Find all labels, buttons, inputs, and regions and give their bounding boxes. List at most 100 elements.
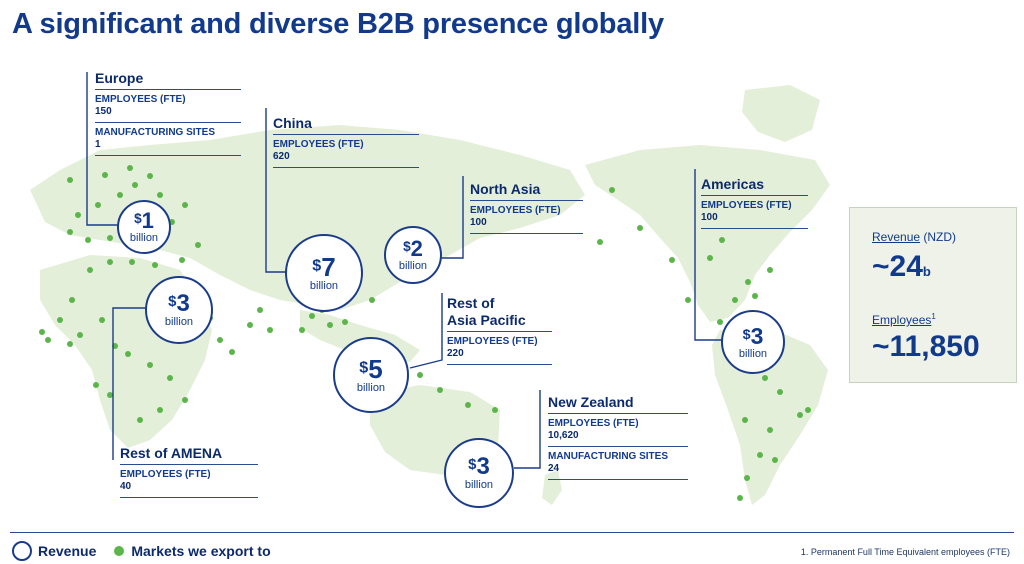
currency-symbol: $ [168, 293, 177, 310]
region-metric: MANUFACTURING SITES 1 [95, 123, 241, 156]
export-market-dot [127, 165, 133, 171]
export-market-dot [247, 322, 253, 328]
revenue-bubble-rest-apac: $5 billion [333, 337, 409, 413]
export-market-dot [309, 313, 315, 319]
currency-symbol: $ [312, 256, 322, 275]
export-market-dot [797, 412, 803, 418]
region-north-asia-info: North Asia EMPLOYEES (FTE) 100 [470, 181, 583, 234]
connector-new-zealand [514, 390, 541, 469]
metric-label: MANUFACTURING SITES [95, 127, 215, 138]
export-market-dot [69, 297, 75, 303]
export-market-dot [437, 387, 443, 393]
land-eurasia [30, 125, 585, 310]
export-dot-icon [114, 546, 125, 556]
export-market-dot [717, 319, 723, 325]
region-china-info: China EMPLOYEES (FTE) 620 [273, 115, 419, 168]
region-rest-apac-info: Rest of Asia Pacific EMPLOYEES (FTE) 220 [447, 295, 552, 365]
page-title: A significant and diverse B2B presence g… [12, 8, 664, 40]
export-market-dot [327, 322, 333, 328]
export-market-dot [744, 475, 750, 481]
export-market-dot [707, 255, 713, 261]
export-market-dot [107, 235, 113, 241]
export-market-dot [45, 337, 51, 343]
metric-value: 1 [95, 139, 101, 150]
land-greenland [742, 85, 820, 142]
export-market-dot [67, 229, 73, 235]
footnote: 1. Permanent Full Time Equivalent employ… [800, 547, 1010, 557]
revenue-summary-value: ~24b [872, 250, 931, 283]
legend: Revenue Markets we export to [12, 541, 271, 561]
region-rest-amena-info: Rest of AMENA EMPLOYEES (FTE) 40 [120, 445, 258, 498]
export-market-dot [267, 327, 273, 333]
metric-value: 150 [95, 106, 112, 117]
export-market-dot [742, 417, 748, 423]
export-market-dot [117, 192, 123, 198]
revenue-bubble-china: $7 billion [285, 234, 363, 312]
connector-rest-apac [409, 293, 443, 369]
export-market-dot [417, 372, 423, 378]
export-market-dot [229, 349, 235, 355]
revenue-amount: 7 [321, 252, 336, 282]
export-market-dot [147, 173, 153, 179]
revenue-bubble-north-asia: $2 billion [384, 226, 442, 284]
export-market-dot [257, 307, 263, 313]
region-name: North Asia [470, 181, 583, 201]
export-market-dot [99, 317, 105, 323]
export-market-dot [182, 397, 188, 403]
employees-summary-label: Employees1 [872, 312, 936, 327]
revenue-bubble-rest-amena: $3 billion [145, 276, 213, 344]
export-market-dot [102, 172, 108, 178]
export-market-dot [147, 362, 153, 368]
metric-value: 40 [120, 481, 132, 492]
export-market-dot [195, 242, 201, 248]
export-market-dot [637, 225, 643, 231]
metric-label: EMPLOYEES (FTE) [701, 200, 792, 211]
export-market-dot [77, 332, 83, 338]
region-name-line1: Rest of [447, 295, 495, 311]
export-market-dot [87, 267, 93, 273]
land-south-america [712, 328, 828, 505]
export-market-dot [772, 457, 778, 463]
metric-value: 620 [273, 151, 290, 162]
revenue-unit: billion [398, 260, 428, 272]
region-name: New Zealand [548, 394, 688, 414]
revenue-amount: 3 [176, 290, 190, 317]
export-market-dot [762, 375, 768, 381]
revenue-unit: billion [129, 232, 159, 244]
metric-value: 24 [548, 463, 560, 474]
region-metric: EMPLOYEES (FTE) 10,620 [548, 414, 688, 447]
export-market-dot [137, 417, 143, 423]
export-market-dot [57, 317, 63, 323]
revenue-ring-icon [12, 541, 32, 561]
metric-label: EMPLOYEES (FTE) [273, 139, 364, 150]
export-market-dot [669, 257, 675, 263]
revenue-amount: 3 [750, 322, 764, 349]
land-north-america [585, 145, 830, 322]
currency-symbol: $ [403, 239, 411, 255]
revenue-amount: 5 [368, 354, 383, 384]
region-europe-info: Europe EMPLOYEES (FTE) 150 MANUFACTURING… [95, 70, 241, 156]
export-market-dot [342, 319, 348, 325]
region-name: China [273, 115, 419, 135]
export-market-dot [93, 382, 99, 388]
export-market-dot [75, 212, 81, 218]
export-market-dot [767, 427, 773, 433]
metric-label: EMPLOYEES (FTE) [95, 94, 186, 105]
connector-americas [694, 169, 722, 341]
export-market-dot [777, 389, 783, 395]
export-market-dot [492, 407, 498, 413]
export-market-dot [157, 407, 163, 413]
currency-symbol: $ [134, 211, 142, 227]
export-market-dot [179, 257, 185, 263]
export-market-dot [95, 202, 101, 208]
legend-revenue-label: Revenue [38, 543, 97, 559]
export-market-dot [85, 237, 91, 243]
revenue-unit: billion [738, 347, 768, 360]
metric-value: 220 [447, 348, 464, 359]
export-market-dot [125, 351, 131, 357]
currency-symbol: $ [468, 456, 477, 473]
export-market-dot [129, 259, 135, 265]
export-market-dot [685, 297, 691, 303]
revenue-unit: billion [356, 382, 386, 394]
region-metric: EMPLOYEES (FTE) 100 [470, 201, 583, 234]
